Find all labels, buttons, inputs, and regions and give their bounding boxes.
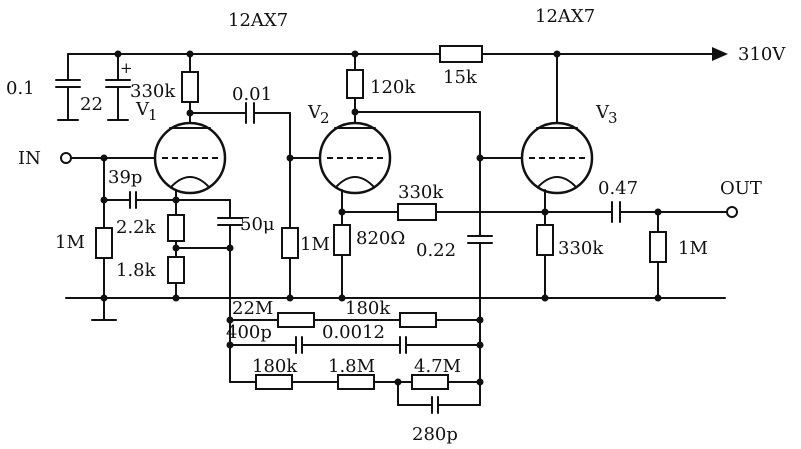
- v2-label-sub: 2: [320, 109, 330, 127]
- input-label: IN: [18, 148, 41, 169]
- resistor-2-2k: [167, 214, 185, 242]
- r-330k-v3-label: 330k: [558, 238, 604, 259]
- v3-label-sub: 3: [608, 109, 618, 127]
- v3-cathode-output: [536, 189, 738, 302]
- c-0-22-label: 0.22: [416, 240, 456, 261]
- resistor-180k-top: [399, 312, 437, 328]
- r-120k-label: 120k: [370, 77, 416, 98]
- resistor-330k-v3: [536, 224, 554, 256]
- v1-cathode-network: [167, 189, 243, 346]
- r-4-7m-label: 4.7M: [414, 356, 461, 377]
- tube-type-left: 12AX7: [228, 10, 288, 31]
- resistor-15k: [439, 45, 483, 63]
- v2-cathode-network: [333, 189, 546, 302]
- plus-sign: +: [120, 59, 133, 77]
- supply-rail: [67, 45, 728, 63]
- v2-label-letter: V: [307, 102, 322, 123]
- tube-type-right: 12AX7: [535, 6, 595, 27]
- r-330k-v1-label: 330k: [130, 81, 176, 102]
- c-50u-label: 50μ: [240, 214, 275, 235]
- r-15k-label: 15k: [443, 67, 478, 88]
- c-39p-label: 39p: [108, 167, 142, 188]
- resistor-120k: [346, 69, 364, 99]
- c-0-47-label: 0.47: [598, 178, 638, 199]
- resistor-330k-feedback: [397, 203, 437, 221]
- resistor-1m-input: [95, 227, 113, 259]
- resistor-4-7m: [411, 374, 449, 390]
- decoupling-caps: [55, 53, 131, 121]
- v2-plate-network: [346, 53, 526, 406]
- r-1m-output-label: 1M: [678, 238, 708, 259]
- resistor-22m: [277, 312, 315, 328]
- c-22-label: 22: [80, 94, 103, 115]
- resistor-1-8m: [337, 374, 375, 390]
- resistor-180k-bottom: [255, 374, 293, 390]
- v1-label-sub: 1: [148, 106, 158, 124]
- resistor-1-8k: [167, 256, 185, 284]
- r-1m-grid-label: 1M: [300, 234, 330, 255]
- supply-arrow-icon: [712, 47, 728, 61]
- tube-v1: [153, 121, 227, 195]
- r-2-2k-label: 2.2k: [116, 217, 157, 238]
- v1-label-letter: V: [135, 99, 150, 120]
- supply-voltage-label: 310V: [738, 44, 786, 65]
- r-180k-bottom-label: 180k: [252, 356, 298, 377]
- resistor-1m-grid: [281, 227, 299, 259]
- c-0-0012-label: 0.0012: [322, 322, 385, 343]
- c-0-01-label: 0.01: [232, 84, 272, 105]
- output-terminal-icon: [726, 206, 738, 218]
- resistor-330k-v1: [181, 71, 199, 103]
- c-400p-label: 400p: [226, 322, 272, 343]
- output-label: OUT: [720, 178, 762, 199]
- tone-network: [226, 312, 484, 414]
- r-180k-top-label: 180k: [345, 298, 391, 319]
- resistor-1m-output: [649, 231, 667, 263]
- v2-grid-network: [281, 154, 321, 302]
- r-330k-feedback-label: 330k: [398, 182, 444, 203]
- v3-label-letter: V: [595, 102, 610, 123]
- r-1m-input-label: 1M: [55, 232, 85, 253]
- resistor-820: [333, 224, 351, 256]
- v1-plate-network: [181, 53, 291, 229]
- input-terminal-icon: [60, 152, 72, 164]
- c-280p-label: 280p: [412, 424, 458, 445]
- c-0-1-label: 0.1: [6, 78, 35, 99]
- tube-v2: [318, 121, 392, 195]
- tube-v3: [520, 121, 594, 195]
- r-1-8k-label: 1.8k: [116, 260, 157, 281]
- input-network: [60, 152, 177, 321]
- r-820-label: 820Ω: [356, 228, 405, 249]
- r-22m-label: 22M: [232, 298, 273, 319]
- r-1-8m-label: 1.8M: [328, 356, 375, 377]
